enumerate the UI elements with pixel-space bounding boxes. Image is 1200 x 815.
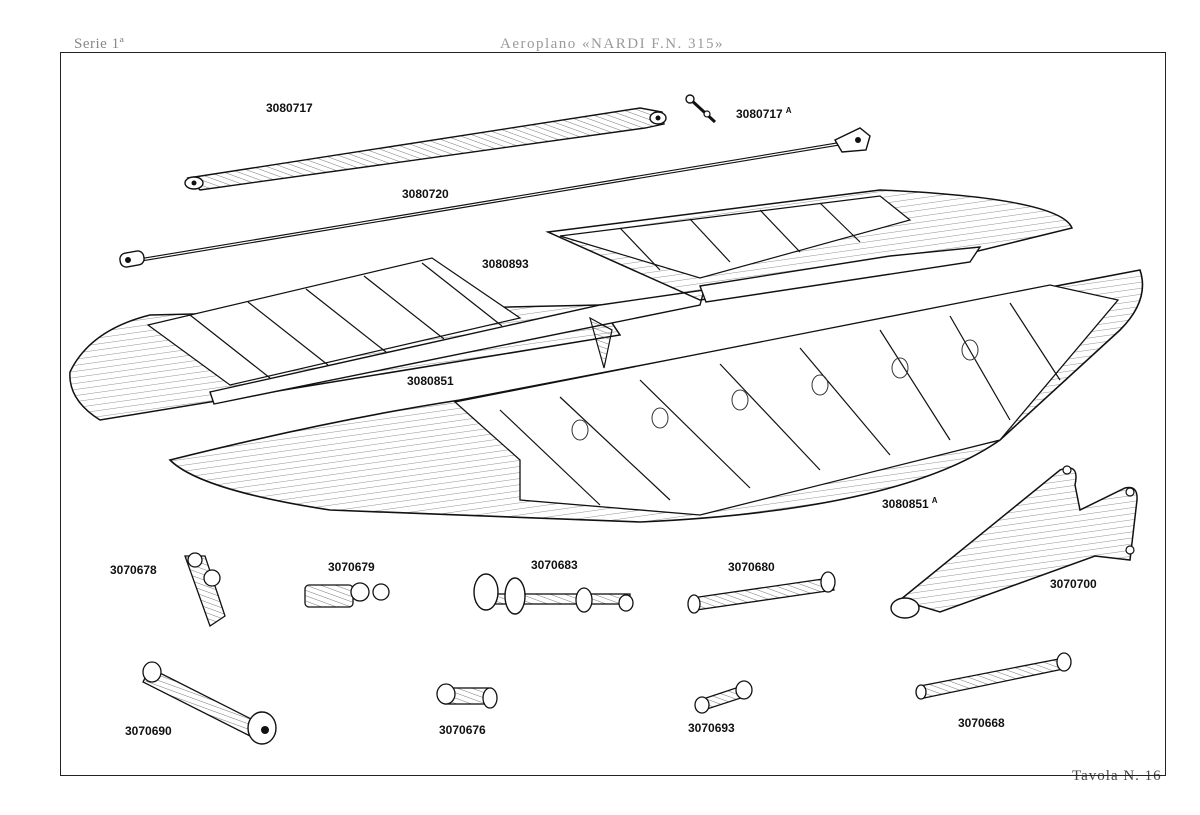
- wing-panel-upper-right: [545, 189, 1074, 303]
- drawing-frame: [60, 52, 1166, 776]
- part-label-3070668: 3070668: [958, 716, 1005, 730]
- tie-rod-3080720: [119, 127, 871, 268]
- series-label: Serie 1ª: [74, 36, 125, 52]
- part-label-3070680: 3070680: [728, 560, 775, 574]
- fitting-3070679: [304, 582, 390, 608]
- part-label-3070690: 3070690: [125, 724, 172, 738]
- part-label-3080851: 3080851: [407, 374, 454, 388]
- part-label-3070700: 3070700: [1050, 577, 1097, 591]
- part-label-3070693: 3070693: [688, 721, 735, 735]
- bolt-3080717a: [685, 94, 717, 124]
- part-label-3070678: 3070678: [110, 563, 157, 577]
- part-label-3080720: 3080720: [402, 187, 449, 201]
- rod-3070690: [142, 661, 277, 745]
- bolt-3070693: [694, 680, 753, 714]
- bolt-3070680: [687, 571, 836, 614]
- plate-number: Tavola N. 16: [1072, 768, 1162, 784]
- bracket-3070700: [890, 465, 1138, 619]
- part-label-3070683: 3070683: [531, 558, 578, 572]
- bolt-3070683: [473, 573, 634, 615]
- drawing-title: Aeroplano «NARDI F.N. 315»: [500, 36, 725, 52]
- rod-3070668: [915, 652, 1072, 700]
- wing-lower-3080851a: [168, 269, 1144, 523]
- bolt-3070676: [436, 683, 498, 709]
- part-label-3070676: 3070676: [439, 723, 486, 737]
- strut-3080717: [184, 107, 667, 191]
- part-label-3070679: 3070679: [328, 560, 375, 574]
- wing-panel-3080893: [69, 257, 705, 421]
- fitting-3070678: [184, 552, 226, 628]
- part-label-3080717: 3080717: [266, 101, 313, 115]
- part-label-3080893: 3080893: [482, 257, 529, 271]
